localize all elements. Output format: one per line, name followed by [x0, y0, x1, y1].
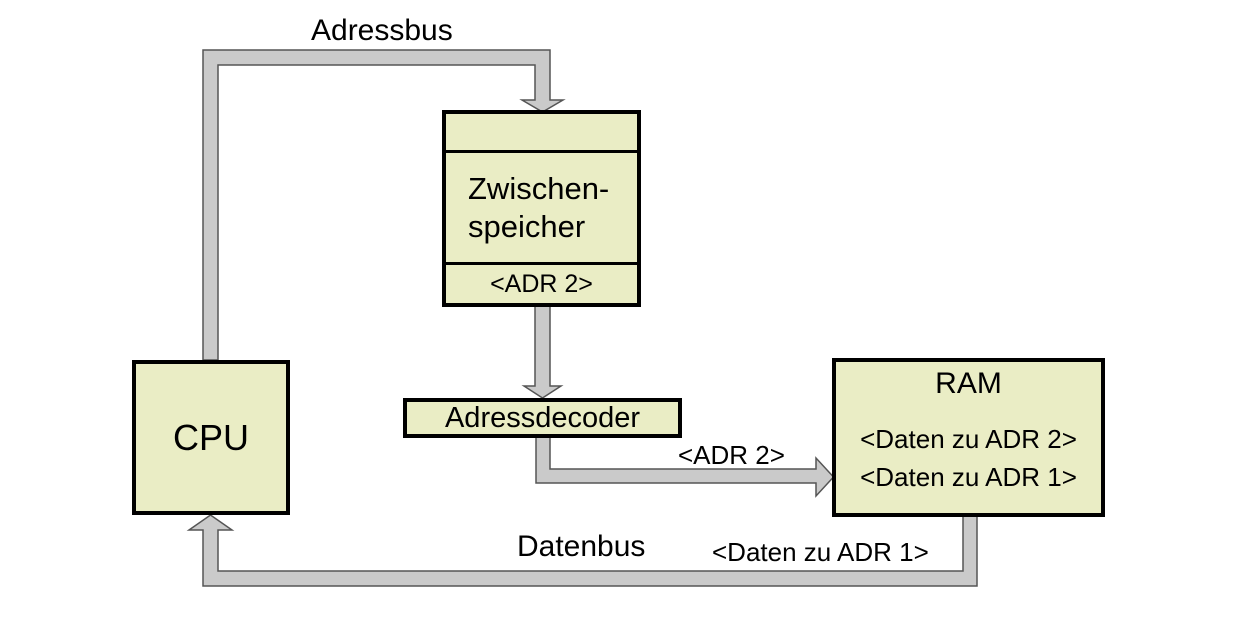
cpu-label: CPU — [172, 416, 249, 458]
zwischenspeicher-label: Zwischen- speicher — [446, 153, 637, 262]
zwischenspeicher-to-adressdecoder-arrow — [521, 302, 564, 399]
adressbus-label: Adressbus — [311, 14, 453, 47]
adressbus-pipe-arrow — [202, 49, 566, 361]
node-cpu: CPU — [132, 360, 290, 515]
zwischenspeicher-label-line1: Zwischen- — [468, 170, 610, 206]
daten-zu-adr1-bus-label: <Daten zu ADR 1> — [712, 537, 929, 567]
node-adressdecoder: Adressdecoder — [403, 398, 682, 438]
adressdecoder-label: Adressdecoder — [444, 401, 641, 434]
ram-entries: <Daten zu ADR 2> <Daten zu ADR 1> — [836, 420, 1101, 496]
datenbus-label: Datenbus — [517, 530, 646, 563]
adressdecoder-to-ram-arrow — [535, 433, 835, 498]
ram-entry: <Daten zu ADR 2> — [860, 424, 1077, 454]
zwischenspeicher-address-slot-label: <ADR 2> — [490, 269, 593, 298]
zwischenspeicher-label-line2: speicher — [468, 208, 586, 244]
adr2-bus-label: <ADR 2> — [678, 440, 785, 470]
ram-entry: <Daten zu ADR 1> — [860, 462, 1077, 492]
node-ram: RAM <Daten zu ADR 2> <Daten zu ADR 1> — [832, 358, 1105, 517]
ram-label: RAM — [935, 367, 1002, 400]
zwischenspeicher-address-slot: <ADR 2> — [446, 262, 637, 303]
node-zwischenspeicher: Zwischen- speicher <ADR 2> — [442, 110, 641, 307]
datenbus-pipe-arrow — [186, 512, 978, 587]
zwischenspeicher-empty-slot — [446, 114, 637, 153]
